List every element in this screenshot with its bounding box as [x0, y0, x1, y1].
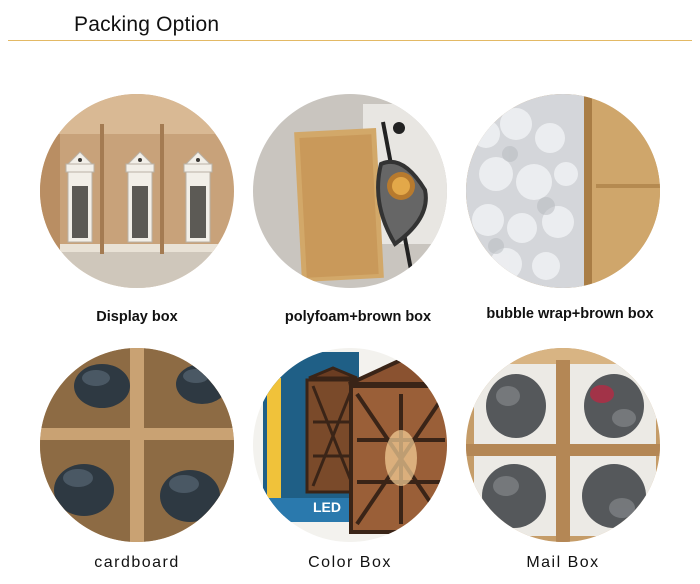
option-label: Display box [96, 309, 178, 325]
color-box-print: LED [313, 499, 341, 515]
option-label: cardboard [94, 554, 180, 571]
page-title: Packing Option [74, 13, 220, 36]
polyfoam-brown-box-photo [253, 94, 447, 288]
cardboard-photo [40, 348, 234, 542]
option-label: Mail Box [526, 554, 600, 571]
title-underline [8, 40, 692, 41]
bubble-wrap-brown-box-photo [466, 94, 660, 288]
color-box-photo: LED [253, 348, 447, 542]
option-label: polyfoam+brown box [284, 309, 432, 325]
display-box-photo [40, 94, 234, 288]
mail-box-photo [466, 348, 660, 542]
option-label: Color Box [308, 554, 392, 571]
option-label: bubble wrap+brown box [486, 306, 654, 322]
